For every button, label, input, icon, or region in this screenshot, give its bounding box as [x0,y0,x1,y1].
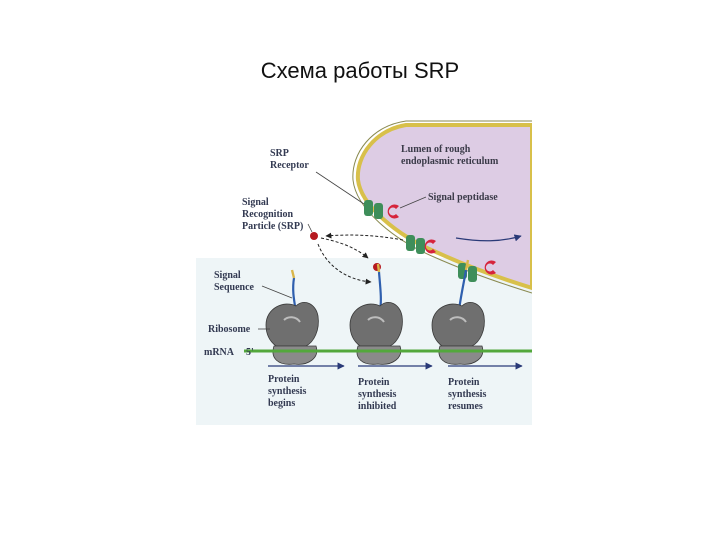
srp-release-arrow [325,232,404,241]
label-srp-receptor-1: SRP [270,148,289,159]
label-srp-2: Recognition [242,209,294,220]
label-stage3-3: resumes [448,401,483,412]
label-stage1-1: Protein [268,374,300,385]
label-stage1-3: begins [268,398,295,409]
srp-particle-free [310,232,318,240]
label-lumen-2: endoplasmic reticulum [401,156,499,167]
label-signal-peptidase: Signal peptidase [428,192,498,203]
label-signal-sequence-2: Sequence [214,282,255,293]
signal-sequence-2 [376,263,381,273]
label-stage3-1: Protein [448,377,480,388]
ribosome-3 [431,302,485,365]
srp-receptor-1 [364,200,383,219]
label-stage2-1: Protein [358,377,390,388]
srp-diagram-svg: Lumen of rough endoplasmic reticulum Sig… [196,120,534,425]
signal-peptidase-1 [387,204,399,219]
signal-peptidase-3 [484,260,496,275]
srp-diagram: Lumen of rough endoplasmic reticulum Sig… [196,120,534,425]
signal-peptidase-2 [424,239,436,254]
label-stage2-2: synthesis [358,389,396,400]
label-signal-sequence-1: Signal [214,270,241,281]
label-lumen-1: Lumen of rough [401,144,471,155]
label-srp-receptor-2: Receptor [270,160,309,171]
receptor-leader [315,171,365,205]
srp-receptor-2 [406,235,425,254]
label-srp-1: Signal [242,197,269,208]
slide-title: Схема работы SRP [260,58,460,83]
label-mrna: mRNA [204,347,235,358]
label-ribosome: Ribosome [208,324,251,335]
srp-return-arrow [317,243,372,285]
srp-leader [307,223,313,233]
label-stage1-2: synthesis [268,386,306,397]
label-stage3-2: synthesis [448,389,486,400]
er-membrane-outline [352,120,533,294]
er-lumen [355,123,534,291]
srp-binding-arrow [320,237,369,259]
lumen-arrow [455,234,522,242]
label-mrna-end: 5' [246,347,254,358]
ribosome-1 [265,302,319,365]
label-srp-3: Particle (SRP) [242,221,303,232]
label-stage2-3: inhibited [358,401,397,412]
peptidase-leader [399,196,427,209]
signal-sequence-1 [290,269,296,279]
signal-sequence-3 [464,259,470,271]
signal-sequence-leader [261,285,293,299]
ribosome-2 [349,302,403,365]
